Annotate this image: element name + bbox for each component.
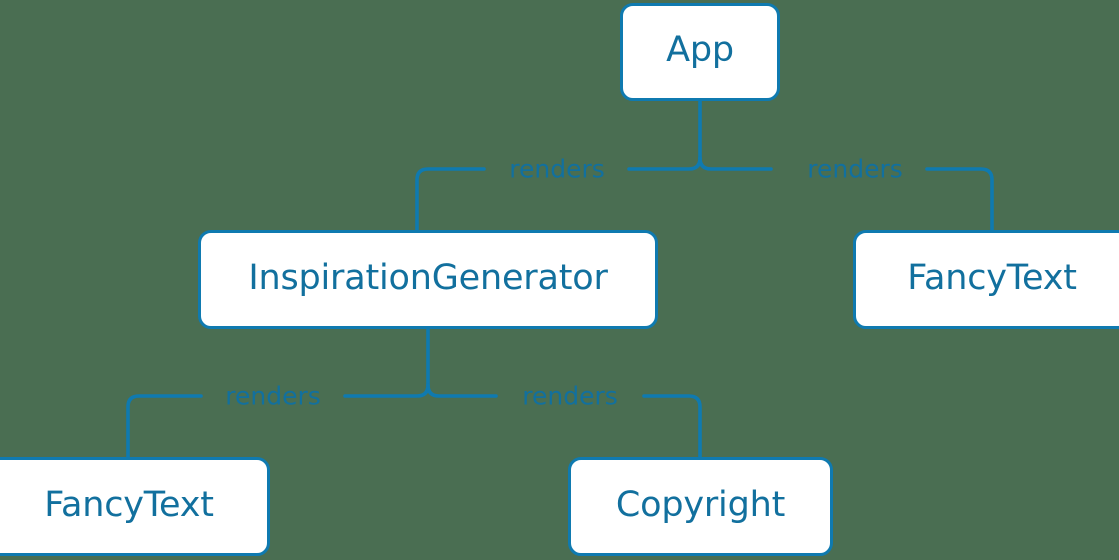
edge-inspiration-to-fancytext-left-seg	[126, 394, 203, 459]
node-inspiration-generator-label: InspirationGenerator	[248, 257, 608, 298]
node-fancytext-left-label: FancyText	[44, 484, 214, 525]
edge-inspiration-to-copyright-right-seg	[642, 394, 702, 459]
edge-inspiration-to-fancytext-right-seg	[343, 383, 430, 398]
node-app[interactable]: App	[620, 3, 780, 101]
node-inspiration-generator[interactable]: InspirationGenerator	[198, 230, 658, 329]
node-fancytext-right[interactable]: FancyText	[853, 230, 1119, 329]
edge-label-app-to-inspiration: renders	[509, 154, 605, 184]
edge-app-to-fancytext-right-seg	[925, 167, 994, 232]
edge-label-inspiration-to-copyright: renders	[522, 381, 618, 411]
edge-label-inspiration-to-fancytext: renders	[225, 381, 321, 411]
edge-app-to-inspiration-right-seg	[627, 156, 702, 171]
edge-app-to-inspiration-left-seg	[415, 167, 486, 232]
node-fancytext-right-label: FancyText	[907, 257, 1077, 298]
node-copyright[interactable]: Copyright	[568, 457, 833, 556]
node-copyright-label: Copyright	[615, 484, 786, 525]
edge-inspiration-to-copyright-left-seg	[426, 383, 498, 398]
edge-label-app-to-fancytext: renders	[807, 154, 903, 184]
node-fancytext-left[interactable]: FancyText	[0, 457, 270, 556]
edge-app-to-fancytext-left-seg	[698, 156, 773, 171]
node-app-label: App	[666, 30, 734, 70]
